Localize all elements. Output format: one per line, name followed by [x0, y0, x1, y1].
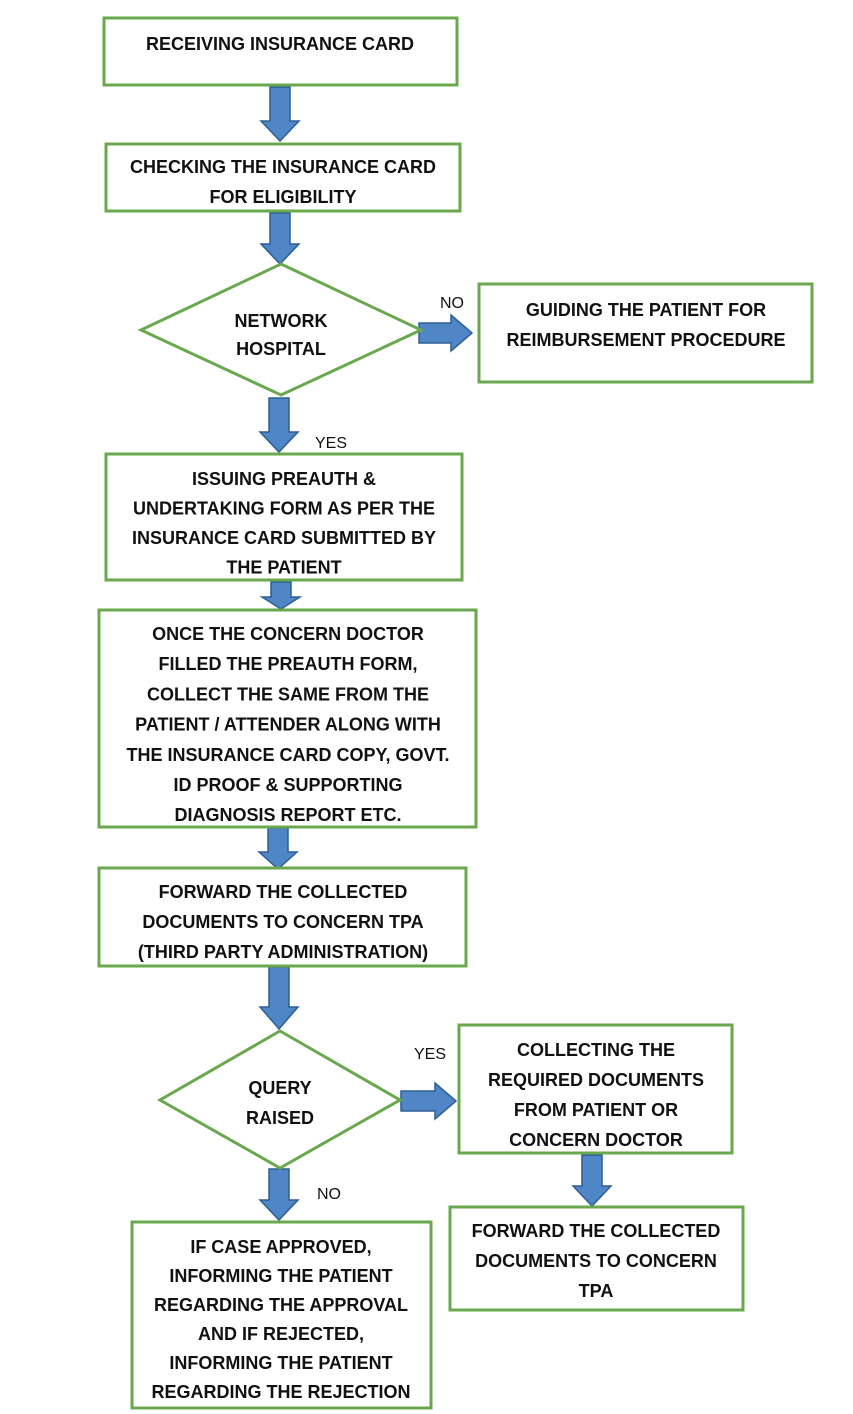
node-text-line: DIAGNOSIS REPORT ETC. [174, 805, 401, 825]
node-forward-to-tpa: FORWARD THE COLLECTED DOCUMENTS TO CONCER… [97, 866, 468, 968]
node-forward2-text: FORWARD THE COLLECTED DOCUMENTS TO CONCER… [472, 1221, 721, 1301]
node-text-line: CHECKING THE INSURANCE CARD [130, 157, 436, 177]
decision-network-hospital: NETWORK HOSPITAL [137, 262, 425, 397]
node-text-line: QUERY [248, 1078, 311, 1098]
node-case-result: IF CASE APPROVED, INFORMING THE PATIENT RE… [130, 1220, 433, 1410]
node-text-line: ISSUING PREAUTH & [192, 469, 376, 489]
node-text-line: INFORMING THE PATIENT [169, 1266, 392, 1286]
node-receiving-insurance-card: RECEIVING INSURANCE CARD [102, 16, 459, 87]
decision-network-text: NETWORK HOSPITAL [235, 311, 328, 359]
node-forward1-text: FORWARD THE COLLECTED DOCUMENTS TO CONCER… [138, 882, 428, 962]
node-text-line: GUIDING THE PATIENT FOR [526, 300, 766, 320]
node-text-line: PATIENT / ATTENDER ALONG WITH [135, 715, 441, 735]
node-result-text: IF CASE APPROVED, INFORMING THE PATIENT RE… [151, 1237, 410, 1402]
node-text-line: NETWORK [235, 311, 328, 331]
arrow-network-to-issuing [258, 397, 300, 454]
edge-label-network-no: NO [440, 295, 464, 312]
node-text-line: THE PATIENT [226, 558, 341, 578]
edge-label-network-yes: YES [315, 435, 347, 452]
node-guiding-reimbursement: GUIDING THE PATIENT FOR REIMBURSEMENT PRO… [477, 282, 814, 384]
node-text-line: ONCE THE CONCERN DOCTOR [152, 624, 424, 644]
node-collect-preauth-form: ONCE THE CONCERN DOCTOR FILLED THE PREAUT… [97, 608, 478, 829]
node-text-line: RECEIVING INSURANCE CARD [146, 34, 414, 54]
node-text-line: FILLED THE PREAUTH FORM, [159, 654, 418, 674]
node-text-line: REIMBURSEMENT PROCEDURE [506, 330, 785, 350]
arrow-issuing-to-once [259, 581, 303, 610]
node-text-line: TPA [579, 1281, 614, 1301]
node-text-line: HOSPITAL [236, 339, 326, 359]
node-text-line: COLLECT THE SAME FROM THE [147, 684, 429, 704]
node-text-line: IF CASE APPROVED, [190, 1237, 371, 1257]
node-issuing-text: ISSUING PREAUTH & UNDERTAKING FORM AS PER… [132, 469, 436, 578]
node-text-line: ID PROOF & SUPPORTING [173, 775, 402, 795]
node-text-line: THE INSURANCE CARD COPY, GOVT. [126, 745, 449, 765]
node-text-line: REGARDING THE APPROVAL [154, 1295, 408, 1315]
decision-query-text: QUERY RAISED [246, 1078, 314, 1128]
node-issuing-preauth: ISSUING PREAUTH & UNDERTAKING FORM AS PER… [104, 452, 464, 582]
arrow-receiving-to-checking [259, 86, 301, 143]
node-receiving-text: RECEIVING INSURANCE CARD [146, 34, 414, 54]
arrow-query-to-result [258, 1168, 300, 1222]
node-text-line: (THIRD PARTY ADMINISTRATION) [138, 942, 428, 962]
node-text-line: DOCUMENTS TO CONCERN TPA [142, 912, 423, 932]
arrow-query-to-collecting [400, 1081, 458, 1121]
arrow-forward-to-query [258, 966, 300, 1031]
node-text-line: FORWARD THE COLLECTED [159, 882, 408, 902]
node-collecting-text: COLLECTING THE REQUIRED DOCUMENTS FROM PAT… [488, 1040, 704, 1150]
node-text-line: FROM PATIENT OR [514, 1100, 678, 1120]
edge-label-query-no: NO [317, 1186, 341, 1203]
node-checking-text: CHECKING THE INSURANCE CARD FOR ELIGIBILI… [130, 157, 436, 207]
arrow-checking-to-network [259, 212, 301, 266]
node-checking-eligibility: CHECKING THE INSURANCE CARD FOR ELIGIBILI… [104, 142, 462, 213]
node-text-line: INSURANCE CARD SUBMITTED BY [132, 528, 436, 548]
flow-arrows [257, 86, 613, 1222]
arrow-collecting-to-forward2 [571, 1154, 613, 1208]
node-text-line: FOR ELIGIBILITY [210, 187, 357, 207]
node-text-line: FORWARD THE COLLECTED [472, 1221, 721, 1241]
node-text-line: UNDERTAKING FORM AS PER THE [133, 499, 435, 519]
node-text-line: CONCERN DOCTOR [509, 1130, 683, 1150]
node-text-line: REQUIRED DOCUMENTS [488, 1070, 704, 1090]
decision-query-raised: QUERY RAISED [156, 1029, 404, 1170]
arrow-once-to-forward [257, 827, 299, 871]
node-guiding-text: GUIDING THE PATIENT FOR REIMBURSEMENT PRO… [506, 300, 785, 350]
node-forward-documents-tpa: FORWARD THE COLLECTED DOCUMENTS TO CONCER… [448, 1205, 745, 1312]
arrow-network-to-guiding [418, 313, 474, 353]
edge-label-query-yes: YES [414, 1046, 446, 1063]
node-text-line: INFORMING THE PATIENT [169, 1353, 392, 1373]
node-text-line: REGARDING THE REJECTION [151, 1382, 410, 1402]
node-text-line: COLLECTING THE [517, 1040, 675, 1060]
node-text-line: RAISED [246, 1108, 314, 1128]
node-once-text: ONCE THE CONCERN DOCTOR FILLED THE PREAUT… [126, 624, 449, 825]
node-text-line: DOCUMENTS TO CONCERN [475, 1251, 717, 1271]
node-text-line: AND IF REJECTED, [198, 1324, 364, 1344]
node-collecting-documents: COLLECTING THE REQUIRED DOCUMENTS FROM PAT… [457, 1023, 734, 1155]
